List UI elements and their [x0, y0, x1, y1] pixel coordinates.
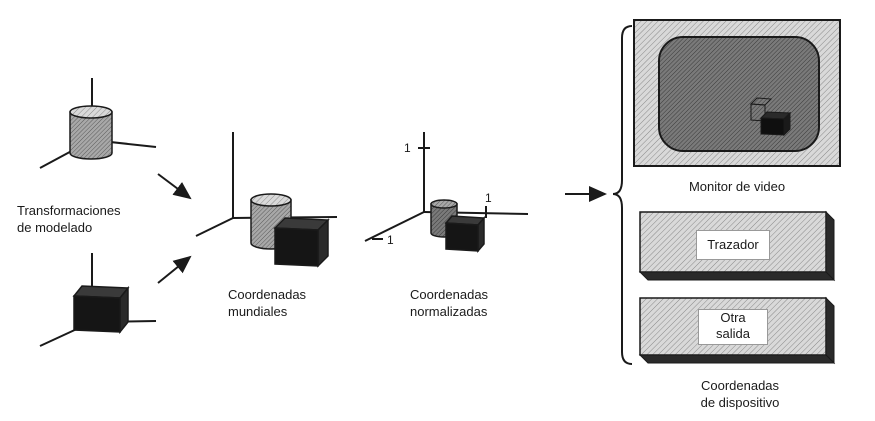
axis-z [195, 217, 234, 237]
video-monitor [633, 19, 841, 167]
plotter-device [638, 210, 836, 282]
other-output-label-line2: salida [716, 326, 750, 341]
monitor-screen [658, 36, 820, 152]
world-coordinates-label-line1: Coordenadas [228, 287, 307, 302]
modeling-transforms-label-line1: Transformaciones [17, 203, 121, 218]
video-monitor-label: Monitor de video [688, 179, 786, 194]
arrow-cylinder-to-world [157, 173, 192, 200]
other-output-label-line1: Otra [720, 310, 746, 325]
axis-z [364, 211, 425, 242]
device-brace [612, 25, 633, 365]
normalized-x-tick-label: 1 [485, 191, 492, 205]
modeling-cylinder-figure [39, 78, 157, 169]
modeling-transforms-label: Transformaciones de modelado [17, 202, 157, 236]
normalized-coordinates-figure [364, 132, 529, 254]
cube-icon [444, 215, 486, 254]
world-coordinates-figure [195, 132, 338, 268]
other-output-device [638, 296, 836, 365]
screen-cube-icon [749, 97, 792, 137]
device-coordinates-label: Coordenadas de dispositivo [660, 377, 820, 411]
plotter-label: Trazador [696, 230, 770, 260]
world-coordinates-label: Coordenadas mundiales [228, 286, 328, 320]
normalized-coordinates-label-line2: normalizadas [410, 304, 488, 319]
normalized-z-tick-label: 1 [387, 233, 394, 247]
cube-icon [273, 217, 330, 268]
cube-icon [72, 285, 130, 335]
modeling-transforms-label-line2: de modelado [17, 220, 93, 235]
device-coordinates-label-line2: de dispositivo [700, 395, 780, 410]
modeling-cube-figure [39, 253, 157, 347]
normalized-coordinates-label: Coordenadas normalizadas [410, 286, 520, 320]
other-output-label: Otra salida [698, 309, 768, 345]
normalized-coordinates-label-line1: Coordenadas [410, 287, 489, 302]
arrow-cube-to-world [157, 255, 192, 284]
device-coordinates-label-line1: Coordenadas [700, 378, 780, 393]
normalized-y-tick-label: 1 [404, 141, 411, 155]
world-coordinates-label-line2: mundiales [228, 304, 288, 319]
cylinder-icon [69, 105, 113, 160]
